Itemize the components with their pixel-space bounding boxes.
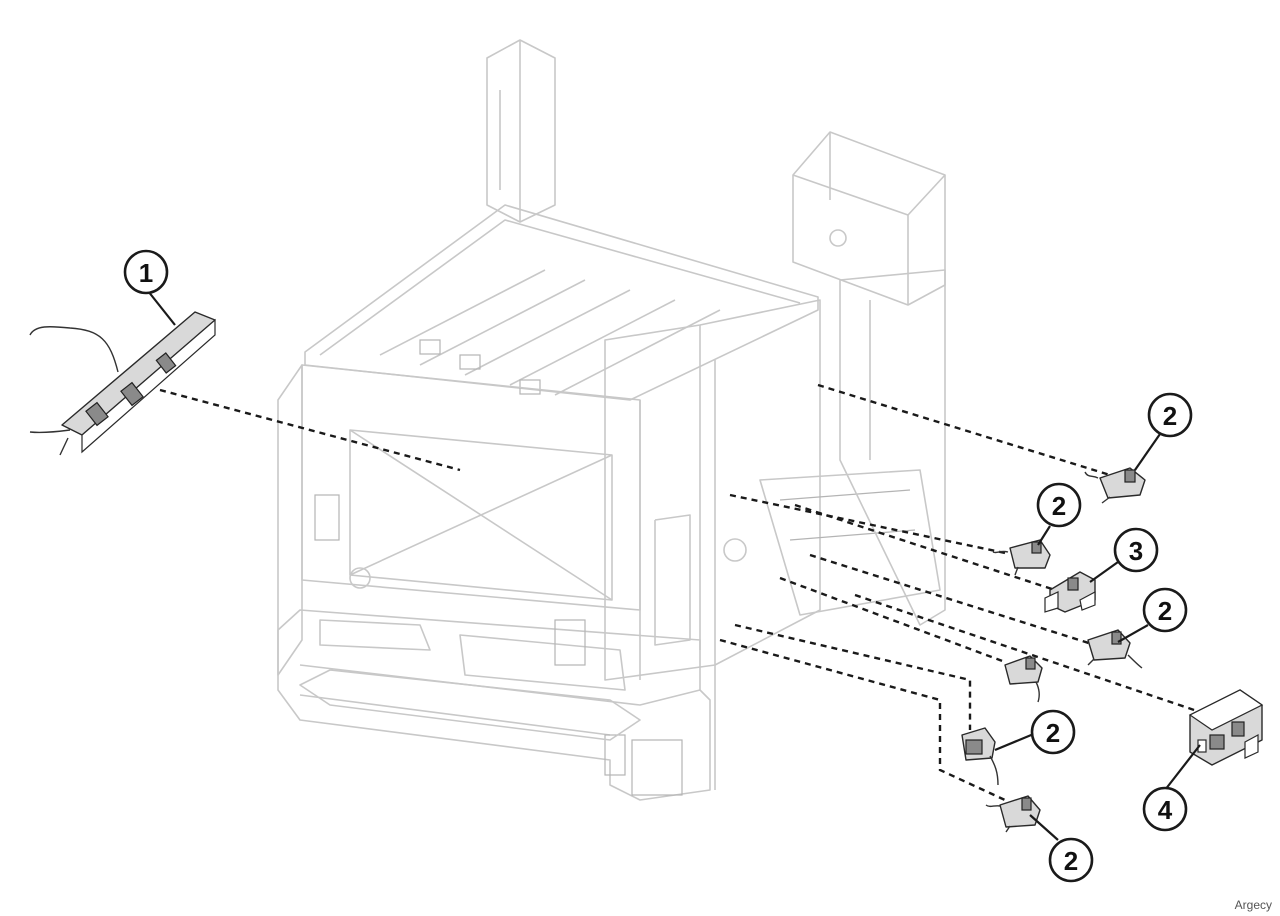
leader-part-2-lower bbox=[734, 623, 972, 730]
callout-4: 4 bbox=[1142, 786, 1188, 832]
leader-part-2-bottom bbox=[719, 638, 1006, 802]
leader-part-1 bbox=[159, 388, 461, 472]
leader-part-2-center bbox=[779, 576, 1006, 664]
callout-2-right-label: 2 bbox=[1158, 596, 1172, 626]
callout-2-mid-label: 2 bbox=[1052, 491, 1066, 521]
callout-2-top-label: 2 bbox=[1163, 401, 1177, 431]
callout-1: 1 bbox=[123, 249, 169, 295]
callout-2-top: 2 bbox=[1147, 392, 1193, 438]
leader-part-3 bbox=[794, 503, 1056, 592]
watermark: Argecy bbox=[1234, 898, 1272, 912]
callout-2-bottom: 2 bbox=[1048, 837, 1094, 883]
leader-part-2-right bbox=[809, 553, 1096, 647]
printer-frame bbox=[277, 39, 946, 801]
leader-part-2-mid bbox=[729, 493, 1006, 555]
leader-part-2-top bbox=[817, 383, 1111, 477]
part-3-sensor bbox=[1044, 571, 1096, 613]
leader-part-4 bbox=[854, 593, 1201, 714]
callout-2-bottom-label: 2 bbox=[1064, 846, 1078, 876]
part-2-sensor-top bbox=[1084, 467, 1146, 504]
part-2-sensor-center bbox=[1004, 655, 1043, 703]
callout-2-right: 2 bbox=[1142, 587, 1188, 633]
part-2-sensor-lower bbox=[961, 727, 999, 786]
part-4-connector bbox=[1188, 689, 1264, 766]
part-2-sensor-mid bbox=[992, 539, 1051, 576]
callout-2-mid: 2 bbox=[1036, 482, 1082, 528]
part-2-sensor-right bbox=[1087, 629, 1143, 669]
part-1-sensor-bar bbox=[29, 311, 216, 456]
part-2-sensor-bottom bbox=[985, 795, 1041, 833]
callout-pointers bbox=[147, 290, 1201, 841]
callout-3: 3 bbox=[1113, 527, 1159, 573]
callout-2-lower-label: 2 bbox=[1046, 718, 1060, 748]
callout-3-label: 3 bbox=[1129, 536, 1143, 566]
leader-lines bbox=[159, 383, 1201, 802]
callout-2-lower: 2 bbox=[1030, 709, 1076, 755]
callout-1-label: 1 bbox=[139, 258, 153, 288]
callout-4-label: 4 bbox=[1158, 795, 1173, 825]
